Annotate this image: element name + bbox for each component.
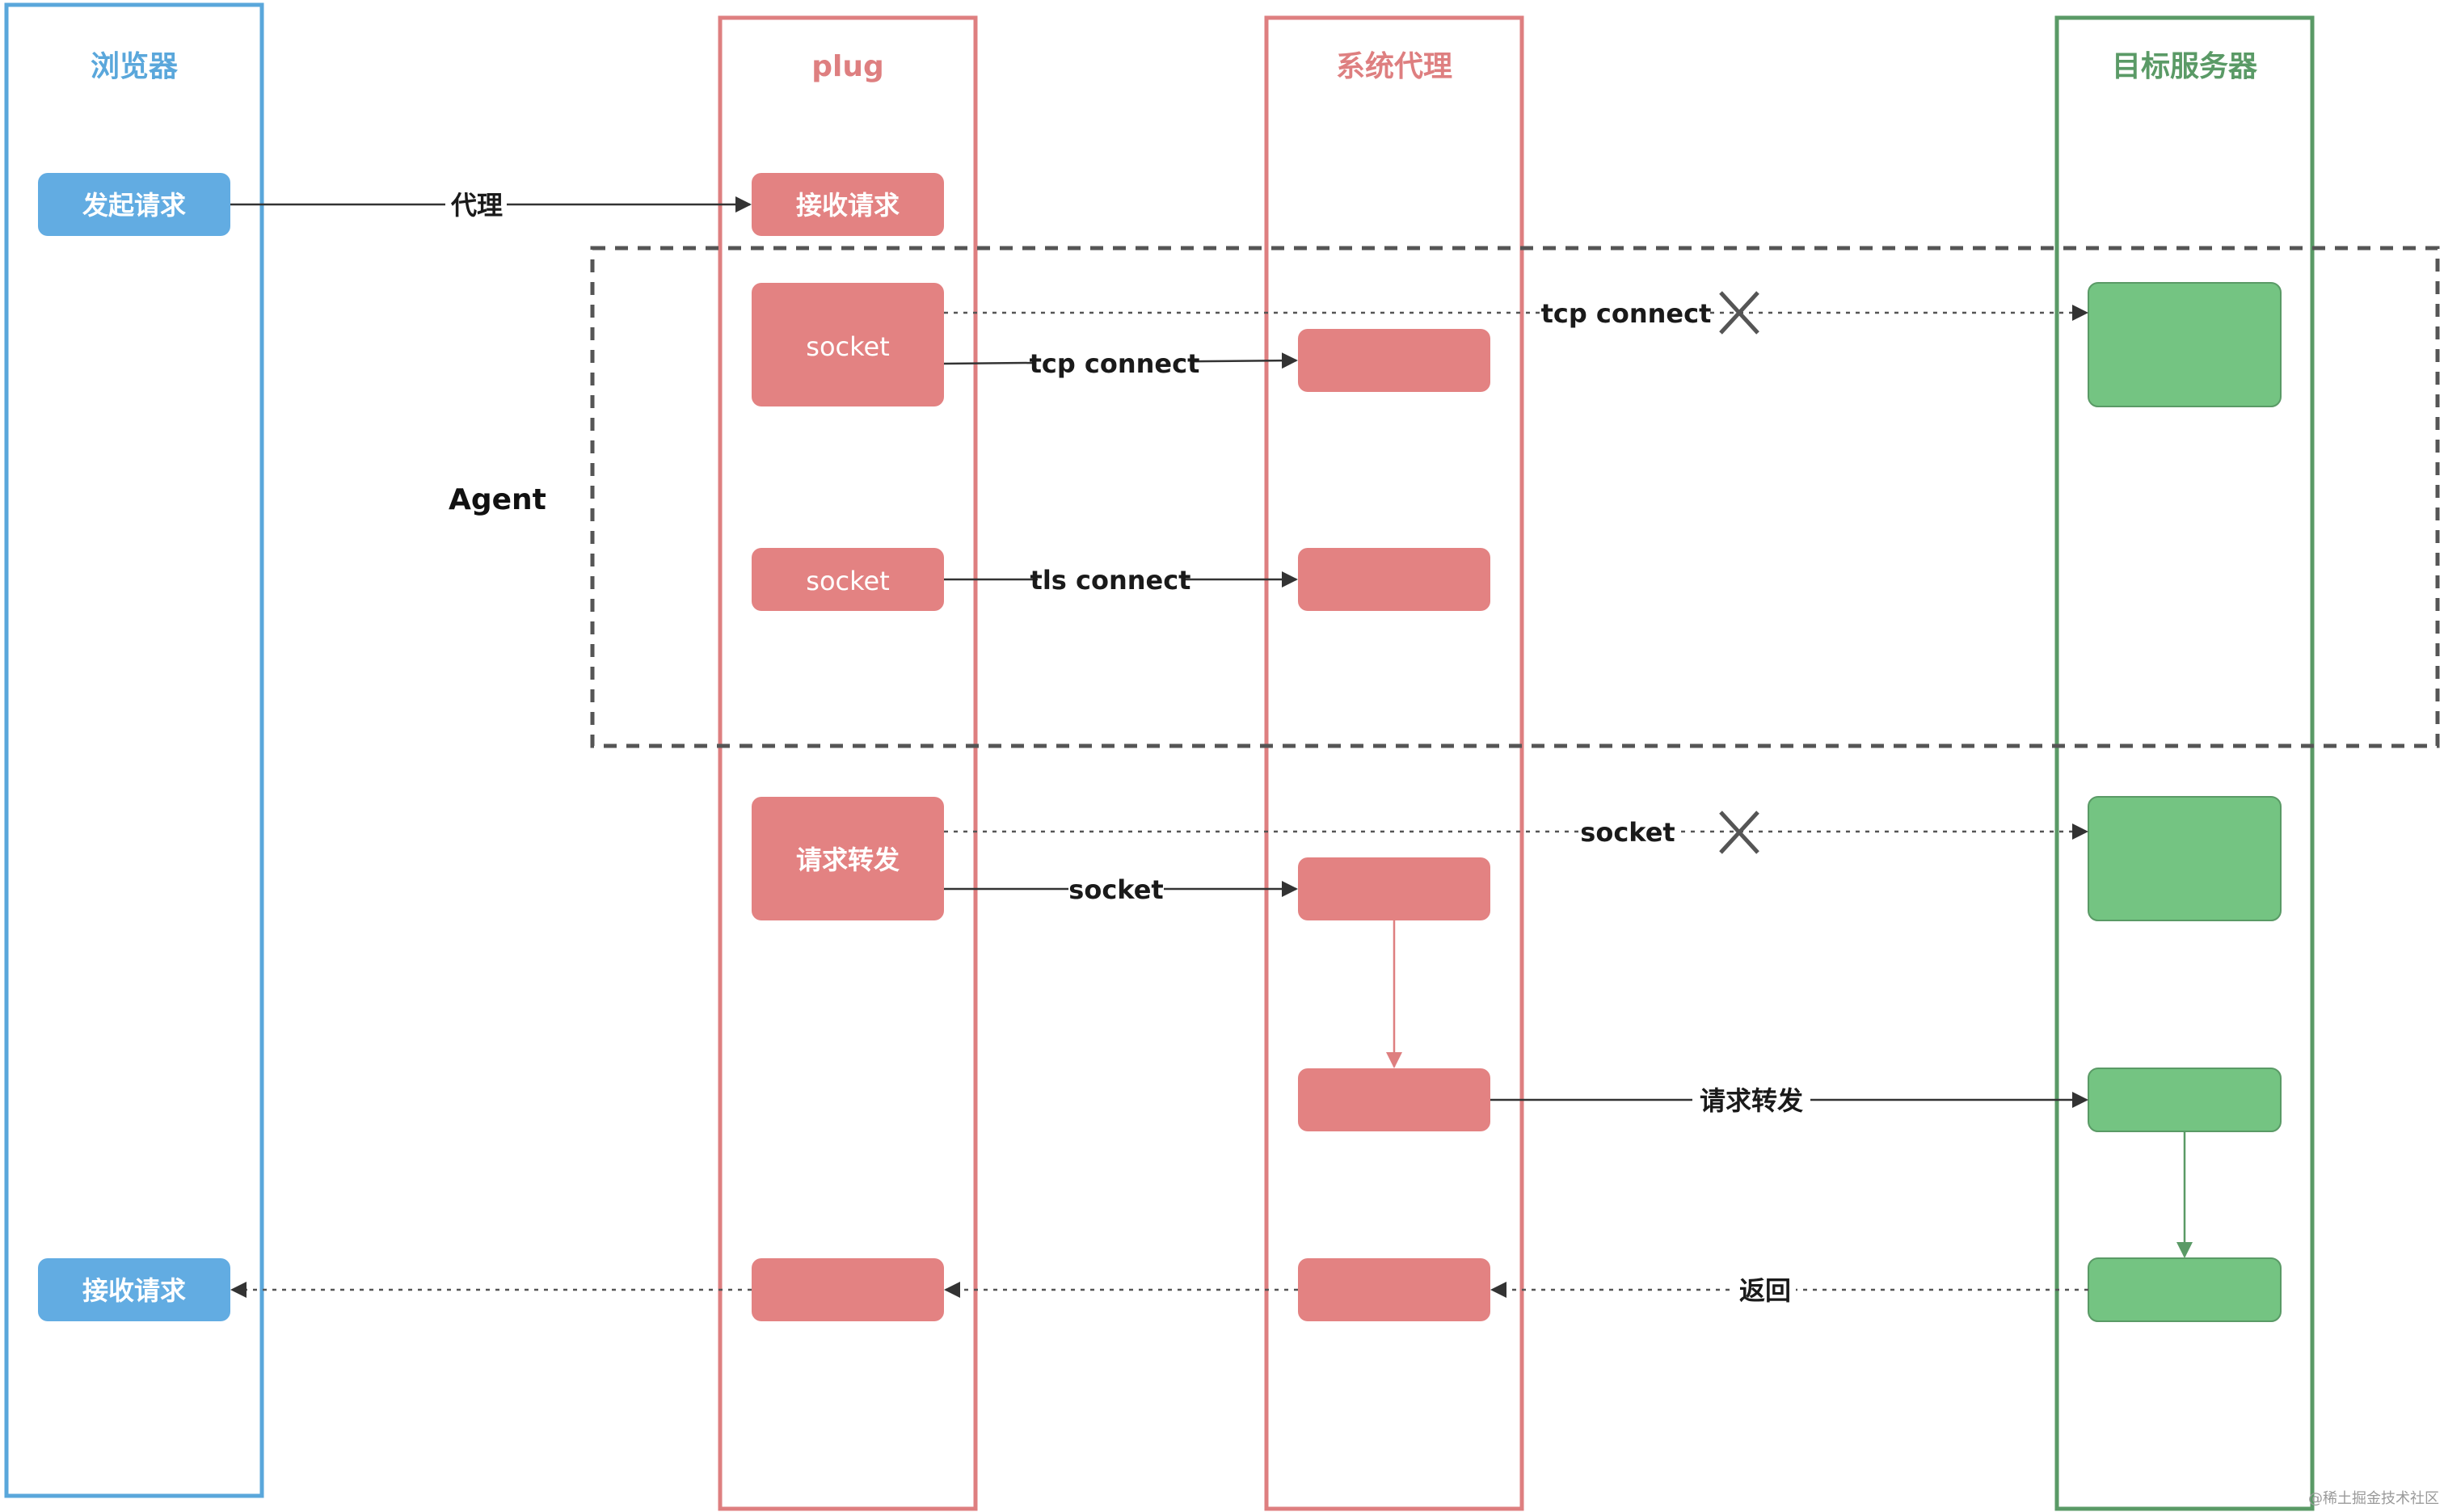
edge-tls-label-bg [1038,561,1183,598]
lane-title-plug: plug [811,50,884,83]
edge-socket-direct-label-bg [1580,813,1675,850]
edge-forward-label: 请求转发 [1700,1085,1803,1116]
edge-tls-label: tls connect [1030,565,1191,596]
edge-socket-proxy-label: socket [1068,874,1163,905]
lane-title-browser: 浏览器 [91,50,179,83]
edge-tcp-proxy-label-bg [1036,344,1193,381]
proxy-return-box [1298,1258,1490,1321]
plug-socket-tcp-box [752,283,944,406]
lane-plug [718,15,978,1511]
proxy-tcp-box [1298,329,1490,392]
edge-proxy-label: 代理 [450,190,503,221]
plug-socket-tls-box [752,548,944,611]
lane-server [2054,15,2315,1511]
edge-socket-direct-label: socket [1580,817,1675,848]
plug-socket-tcp-label: socket [806,331,889,362]
plug-receive-label: 接收请求 [796,190,900,221]
server-socket-box [2088,796,2282,921]
edge-socket-proxy-label-bg [1068,870,1164,908]
edge-proxy-label-bg [445,186,507,223]
proxy-forward-box [1298,1068,1490,1131]
agent-group [590,246,2440,748]
plug-receive-box [752,173,944,236]
plug-forward-label: 请求转发 [796,844,900,875]
plug-socket-tls-label: socket [806,566,889,596]
browser-send-label: 发起请求 [82,190,186,221]
browser-send-box [38,173,230,236]
plug-forward-box [752,797,944,920]
proxy-socket-box [1298,857,1490,920]
lane-proxy [1264,15,1524,1511]
lane-browser [4,2,264,1498]
server-return-box [2088,1257,2282,1322]
edge-tcp-direct-label: tcp connect [1541,298,1712,329]
edge-tcp-proxy-label: tcp connect [1030,348,1200,379]
edge-return-label-bg [1734,1271,1796,1308]
browser-receive-label: 接收请求 [82,1275,186,1306]
agent-label: Agent [449,483,546,516]
lane-title-proxy: 系统代理 [1336,50,1452,83]
browser-receive-box [38,1258,230,1321]
plug-return-box [752,1258,944,1321]
cross-icon [1719,811,1759,854]
edge-tcp-direct-label-bg [1544,294,1705,331]
edge-forward-label-bg [1692,1081,1810,1118]
watermark: @稀土掘金技术社区 [2308,1490,2439,1507]
proxy-tls-box [1298,548,1490,611]
server-tcp-box [2088,282,2282,407]
edge-return-label: 返回 [1739,1275,1791,1306]
lane-title-server: 目标服务器 [2112,50,2258,83]
cross-icon [1719,291,1759,335]
server-forward-box [2088,1068,2282,1132]
